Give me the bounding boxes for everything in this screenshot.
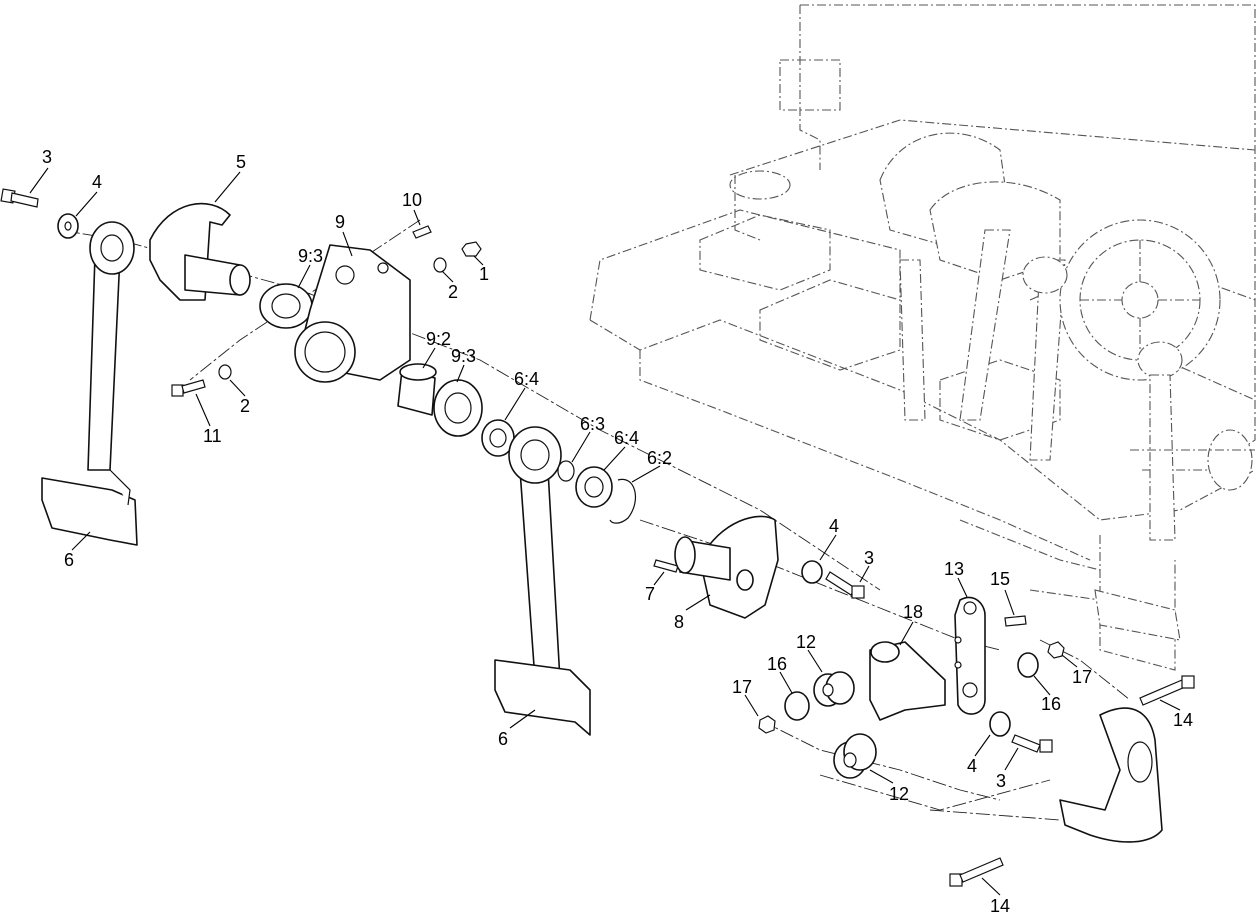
callouts: 3 4 5 9:3 9 10 2 1 9:2 9:3 6:4 2 11 6 6:… <box>42 147 1193 916</box>
callout-5: 5 <box>236 152 246 172</box>
washer-16-left <box>784 691 810 721</box>
callout-3: 3 <box>864 548 874 568</box>
pedal-cam-8 <box>674 515 779 619</box>
pedal-pivot-5 <box>149 202 251 301</box>
pedal-arm-6-left <box>41 221 138 546</box>
pedal-pad <box>1059 707 1163 843</box>
bolt-3-right <box>825 571 865 599</box>
washer-2-upper <box>433 257 447 273</box>
washer-4-lower <box>989 711 1011 737</box>
callout-17: 17 <box>1072 667 1092 687</box>
callout-17: 17 <box>732 677 752 697</box>
callout-14: 14 <box>990 896 1010 916</box>
bolt-3-left <box>0 188 39 208</box>
nut-1 <box>461 241 482 257</box>
link-13 <box>954 596 986 715</box>
callout-2: 2 <box>448 282 458 302</box>
leader-lines <box>29 167 1181 896</box>
callout-4: 4 <box>967 756 977 776</box>
callout-8: 8 <box>674 612 684 632</box>
pin-14-upper <box>1139 675 1195 706</box>
pedal-arm-6-center <box>494 426 591 736</box>
callout-1: 1 <box>479 264 489 284</box>
callout-16: 16 <box>1041 694 1061 714</box>
callout-6-2: 6:2 <box>647 448 672 468</box>
callout-16: 16 <box>767 654 787 674</box>
callout-6: 6 <box>498 729 508 749</box>
bearing-housing-9 <box>294 244 411 383</box>
callout-2: 2 <box>240 396 250 416</box>
callout-6: 6 <box>64 550 74 570</box>
parts <box>0 188 1195 887</box>
bracket-18 <box>869 641 946 721</box>
callout-9-3: 9:3 <box>298 246 323 266</box>
callout-7: 7 <box>645 584 655 604</box>
callout-3: 3 <box>42 147 52 167</box>
center-lines <box>59 219 1131 821</box>
callout-18: 18 <box>903 602 923 622</box>
bolt-11 <box>171 379 206 397</box>
callout-6-3: 6:3 <box>580 414 605 434</box>
bumper-12-upper <box>813 671 855 707</box>
bumper-12-lower <box>833 733 877 779</box>
callout-12: 12 <box>796 632 816 652</box>
callout-3: 3 <box>996 771 1006 791</box>
callout-6-4: 6:4 <box>614 428 639 448</box>
washer-2-lower <box>218 364 232 380</box>
snap-ring-6-2 <box>609 478 637 524</box>
bolt-15 <box>1004 615 1027 627</box>
callout-13: 13 <box>944 559 964 579</box>
callout-10: 10 <box>402 190 422 210</box>
callout-6-4: 6:4 <box>514 369 539 389</box>
nut-17-left <box>758 715 776 734</box>
callout-11: 11 <box>203 426 222 446</box>
ring-6-3 <box>557 460 575 482</box>
callout-4: 4 <box>829 516 839 536</box>
bushing-9-2 <box>397 363 437 416</box>
nut-17-right <box>1047 641 1065 659</box>
callout-14: 14 <box>1173 710 1193 730</box>
callout-9-3: 9:3 <box>451 346 476 366</box>
callout-9: 9 <box>335 212 345 232</box>
bolt-3-lower <box>1011 734 1053 753</box>
pin-10 <box>412 225 432 239</box>
callout-9-2: 9:2 <box>426 329 451 349</box>
washer-16-right <box>1017 652 1039 678</box>
pin-14-lower <box>949 857 1004 887</box>
callout-15: 15 <box>990 569 1010 589</box>
washer-4-right <box>801 560 823 584</box>
installed-pedal-assembly <box>879 132 1255 641</box>
pin-7 <box>653 559 679 573</box>
callout-4: 4 <box>92 172 102 192</box>
callout-12: 12 <box>889 784 909 804</box>
